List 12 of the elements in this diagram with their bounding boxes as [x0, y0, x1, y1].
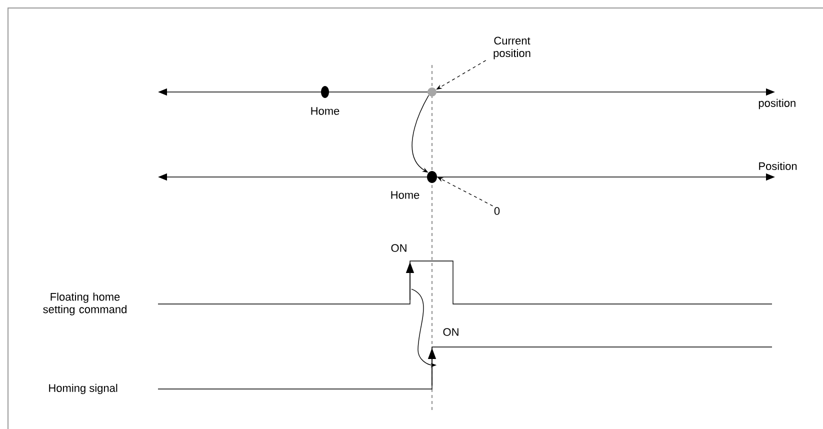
text-label: Current position	[494, 36, 530, 60]
position-label: Home	[391, 191, 420, 199]
state-label: ON	[443, 328, 458, 336]
axis-label: Position	[759, 162, 797, 170]
position-dot	[321, 86, 329, 98]
text-label: 0	[494, 207, 500, 215]
state-label: ON	[391, 244, 406, 252]
position-dot	[428, 88, 436, 96]
signal-name: Homing signal	[49, 384, 118, 394]
position-label: Home	[311, 107, 340, 115]
axis-label: position	[758, 98, 796, 110]
signal-name: Floating home setting command	[43, 292, 126, 316]
